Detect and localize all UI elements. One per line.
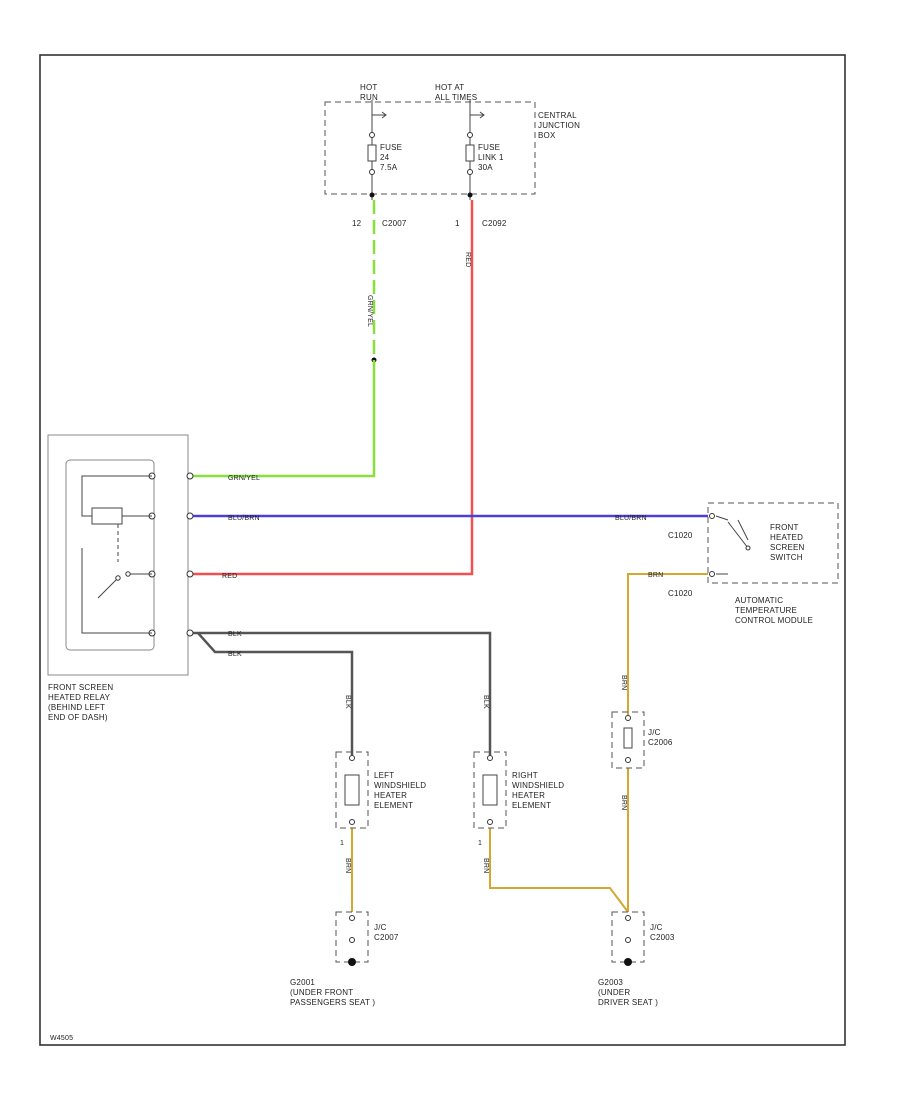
wire-black-label-vertical-right: BLK <box>482 695 489 709</box>
wire-yellow-label-v1: BRN <box>620 675 627 690</box>
wire-blue-label-right: BLU/BRN <box>615 515 647 522</box>
switch-connector-1: C1020 <box>668 531 693 540</box>
wire-yellow-label-v4: BRN <box>344 858 351 873</box>
wire-red-label-vertical: RED <box>464 252 471 267</box>
wire-black-label: BLK <box>228 631 242 638</box>
wire-black-left <box>197 632 354 755</box>
left-element-pin: 1 <box>340 840 344 847</box>
relay-inner-box <box>65 459 155 651</box>
diagram-id: W4505 <box>50 1035 73 1042</box>
central-junction-box-outline <box>324 101 536 195</box>
wire-black-right <box>190 631 492 755</box>
jc-c2006-box <box>611 711 645 769</box>
connector-a-pin: 12 <box>352 219 362 228</box>
connector-b-name: C2092 <box>482 219 507 228</box>
diagram-frame <box>39 54 846 1046</box>
left-element-box <box>335 751 369 829</box>
wire-black2-label-vertical-left: BLK <box>344 695 351 709</box>
right-element-heater-icon <box>482 774 498 806</box>
connector-a-name: C2007 <box>382 219 407 228</box>
wire-yellow-label-v3: BRN <box>482 858 489 873</box>
connector-b-pin: 1 <box>455 219 460 228</box>
relay-switch-contact <box>81 548 152 634</box>
wire-blue-label: BLU/BRN <box>228 515 260 522</box>
relay-pins <box>148 472 194 637</box>
wire-red <box>190 200 474 576</box>
wire-green-label-vertical: GRN/YEL <box>366 295 373 327</box>
wire-red-label: RED <box>222 573 237 580</box>
left-element-heater-icon <box>344 774 360 806</box>
fuse-link-1-icon <box>465 144 475 162</box>
switch-connector-2: C1020 <box>668 589 693 598</box>
wire-yellow-label-top: BRN <box>648 572 663 579</box>
jc-c2007-box <box>335 911 369 963</box>
wire-yellow-right-element <box>489 828 629 913</box>
wire-black2-label: BLK <box>228 651 242 658</box>
wire-yellow-label-v2: BRN <box>620 795 627 810</box>
relay-outer-box <box>47 434 189 676</box>
wire-yellow-switch <box>627 573 708 715</box>
right-element-box <box>473 751 507 829</box>
switch-module-box <box>707 502 839 584</box>
wire-green-label: GRN/YEL <box>228 475 260 482</box>
fuse-24-icon <box>367 144 377 162</box>
jc-c2003-box <box>611 911 645 963</box>
switch-contact <box>715 515 749 575</box>
right-element-pin: 1 <box>478 840 482 847</box>
